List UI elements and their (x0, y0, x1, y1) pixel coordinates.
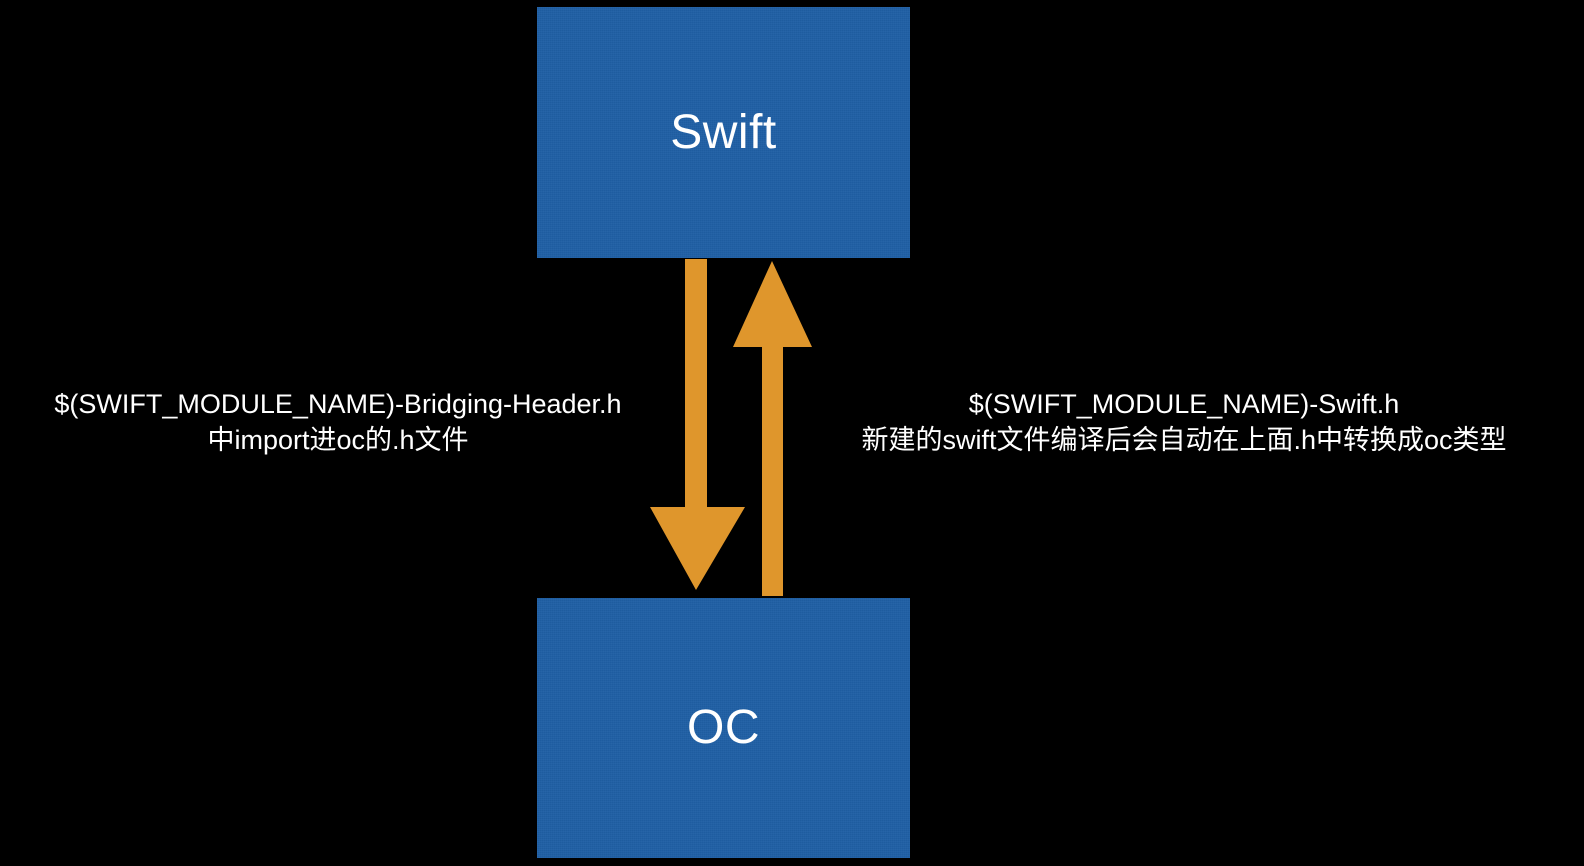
annotation-swift-header-line1: $(SWIFT_MODULE_NAME)-Swift.h (968, 389, 1400, 419)
node-oc-label: OC (687, 701, 760, 754)
annotation-swift-header: $(SWIFT_MODULE_NAME)-Swift.h 新建的swift文件编… (784, 386, 1584, 458)
node-oc[interactable]: OC (537, 598, 910, 858)
annotation-bridging-header-line2: 中import进oc的.h文件 (207, 425, 469, 455)
annotation-swift-header-line2: 新建的swift文件编译后会自动在上面.h中转换成oc类型 (861, 425, 1507, 455)
node-swift-label: Swift (670, 105, 777, 159)
node-swift[interactable]: Swift (537, 7, 910, 258)
annotation-bridging-header-line1: $(SWIFT_MODULE_NAME)-Bridging-Header.h (54, 389, 622, 419)
annotation-bridging-header: $(SWIFT_MODULE_NAME)-Bridging-Header.h 中… (0, 386, 676, 458)
